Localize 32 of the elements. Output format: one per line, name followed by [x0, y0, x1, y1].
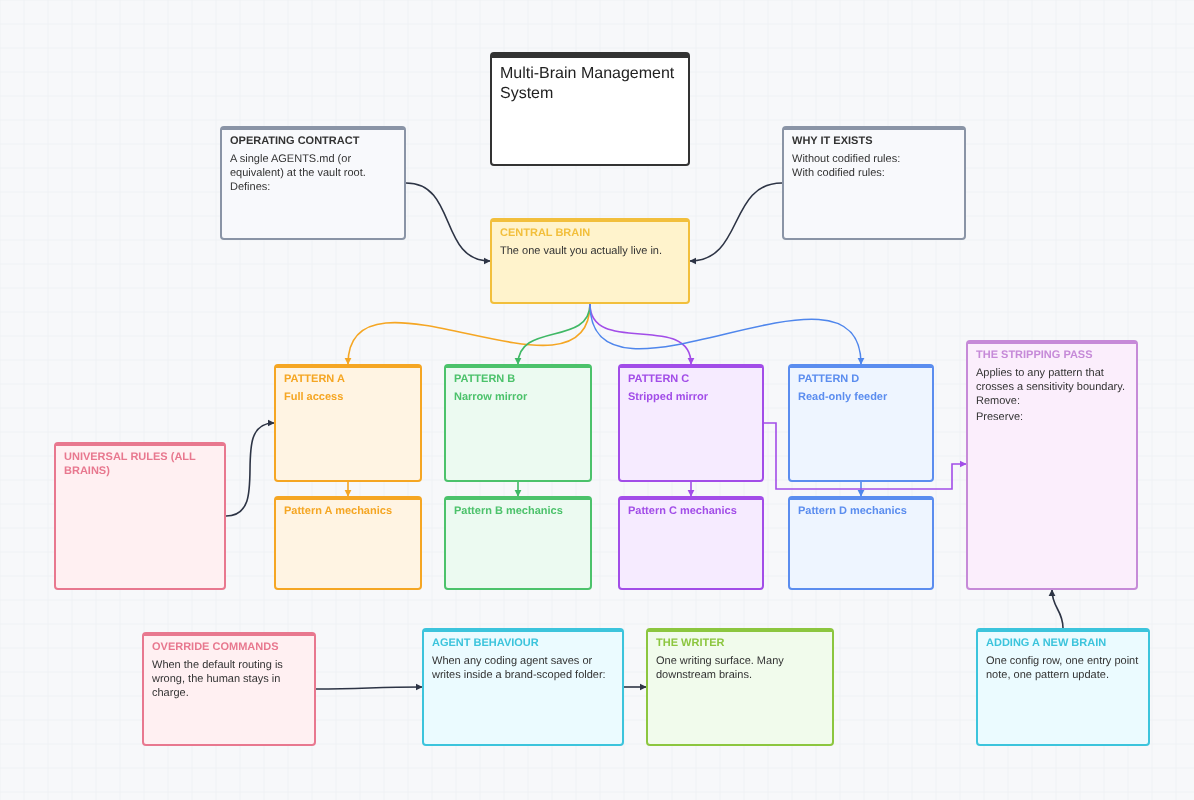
arrow [687, 481, 695, 497]
mechanics-card [788, 496, 934, 590]
arrow [689, 182, 783, 264]
arrow [763, 422, 967, 490]
arrow [514, 481, 522, 497]
title-card [490, 52, 690, 166]
rules-card [966, 340, 1138, 590]
pattern-card [274, 364, 422, 482]
rules-card [54, 442, 226, 590]
mechanics-card [618, 496, 764, 590]
process-card [976, 628, 1150, 746]
arrow [405, 182, 491, 264]
summary-card [646, 628, 834, 746]
process-card [422, 628, 624, 746]
arrow [589, 303, 864, 365]
contract-card [220, 126, 406, 240]
mechanics-card [274, 496, 422, 590]
card-heading: Multi-Brain Management System [500, 64, 677, 104]
pattern-card [618, 364, 764, 482]
commands-card [142, 632, 316, 746]
arrow [315, 683, 423, 691]
pattern-card [788, 364, 934, 482]
arrow [1048, 589, 1064, 629]
info-card [782, 126, 966, 240]
pattern-card [444, 364, 592, 482]
arrow [225, 420, 275, 517]
brain-card [490, 218, 690, 304]
arrow [515, 303, 591, 365]
mechanics-card [444, 496, 592, 590]
arrow [623, 683, 647, 691]
arrow [857, 481, 865, 497]
arrow [344, 481, 352, 497]
